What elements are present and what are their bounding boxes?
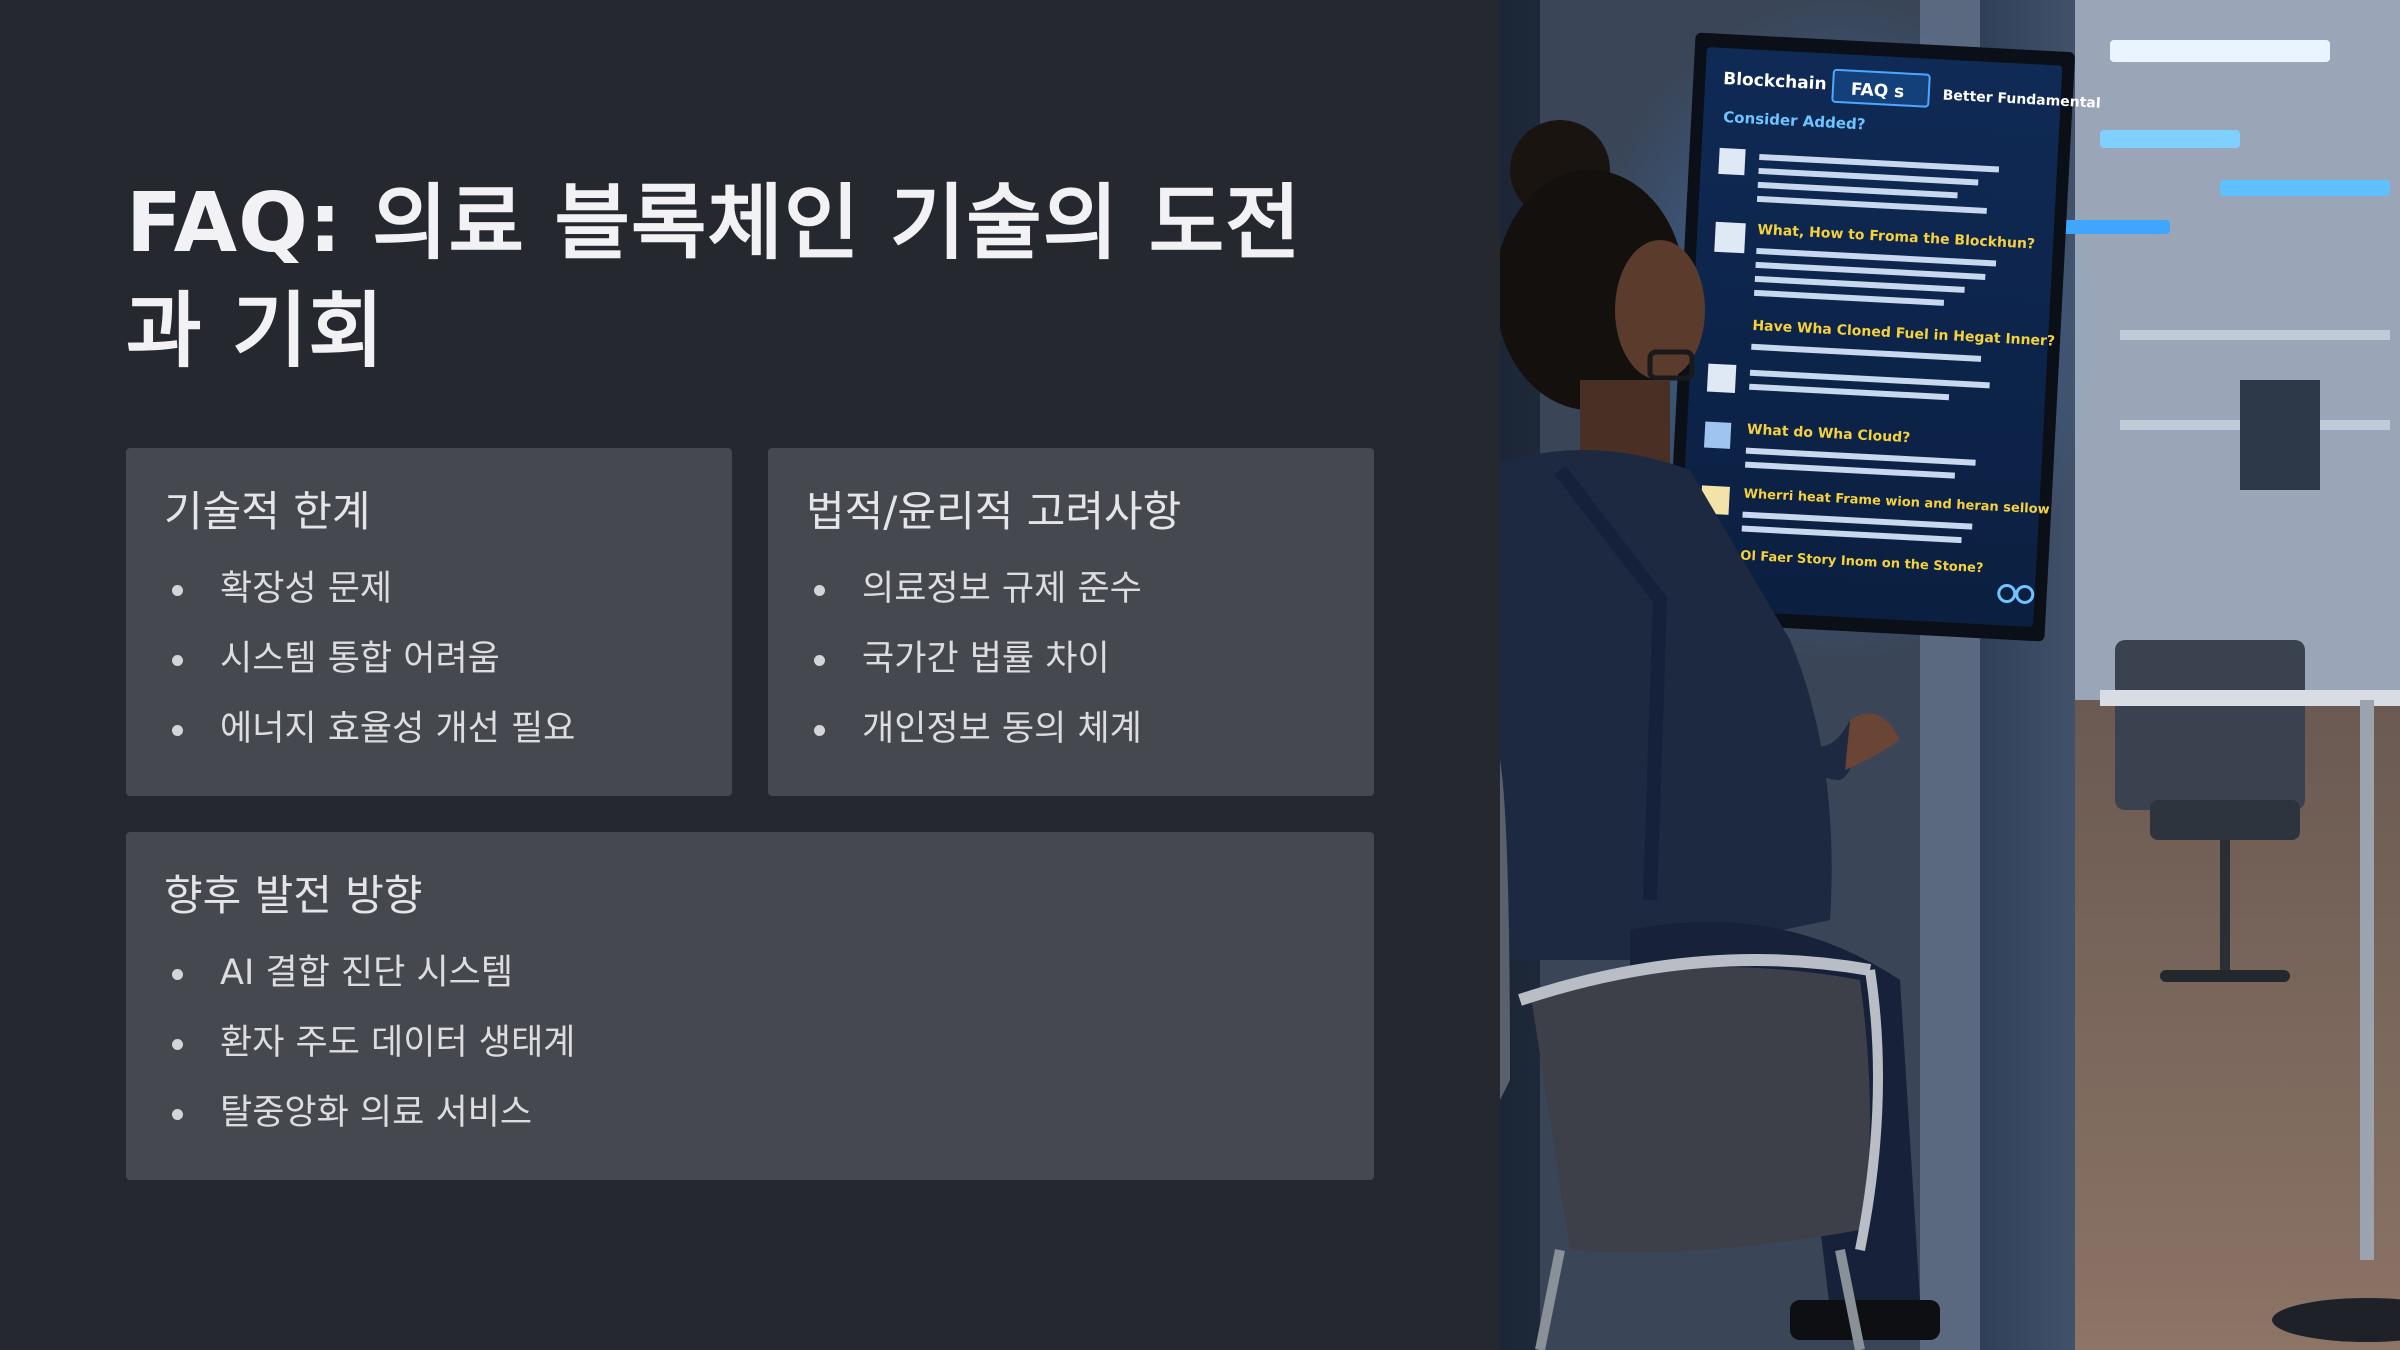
bullet-icon bbox=[172, 655, 183, 666]
list-item-text: 시스템 통합 어려움 bbox=[220, 639, 500, 679]
content-panel: FAQ: 의료 블록체인 기술의 도전과 기회 기술적 한계 확장성 문제 시스… bbox=[126, 176, 1374, 1180]
card-legal-ethical: 법적/윤리적 고려사항 의료정보 규제 준수 국가간 법률 차이 개인정보 동의… bbox=[768, 448, 1374, 796]
list-item-text: 환자 주도 데이터 생태계 bbox=[220, 1023, 576, 1063]
photo-illustration: Blockchain FAQ s Better Fundamental Cons… bbox=[1500, 0, 2400, 1350]
card-heading: 기술적 한계 bbox=[164, 487, 371, 536]
list-item: 개인정보 동의 체계 bbox=[806, 694, 1336, 764]
list-item: 국가간 법률 차이 bbox=[806, 624, 1336, 694]
slide-title: FAQ: 의료 블록체인 기술의 도전과 기회 bbox=[126, 176, 1302, 379]
list-item: AI 결합 진단 시스템 bbox=[164, 938, 1336, 1008]
card-heading: 법적/윤리적 고려사항 bbox=[806, 487, 1182, 536]
list-item-text: 개인정보 동의 체계 bbox=[862, 709, 1142, 749]
screen-tab: FAQ s bbox=[1850, 80, 1904, 103]
bullet-icon bbox=[172, 969, 183, 980]
card-heading: 향후 발전 방향 bbox=[164, 871, 423, 920]
list-item: 의료정보 규제 준수 bbox=[806, 554, 1336, 624]
list-item-text: 국가간 법률 차이 bbox=[862, 639, 1110, 679]
bullet-list: 확장성 문제 시스템 통합 어려움 에너지 효율성 개선 필요 bbox=[164, 554, 694, 764]
list-item-text: 에너지 효율성 개선 필요 bbox=[220, 709, 576, 749]
card-technical-limits: 기술적 한계 확장성 문제 시스템 통합 어려움 에너지 효율성 개선 필요 bbox=[126, 448, 732, 796]
list-item: 탈중앙화 의료 서비스 bbox=[164, 1078, 1336, 1148]
card-future-direction: 향후 발전 방향 AI 결합 진단 시스템 환자 주도 데이터 생태계 탈중앙화… bbox=[126, 832, 1374, 1180]
bullet-icon bbox=[172, 725, 183, 736]
wall-screen: Blockchain FAQ s Better Fundamental Cons… bbox=[1665, 32, 2101, 642]
bullet-list: AI 결합 진단 시스템 환자 주도 데이터 생태계 탈중앙화 의료 서비스 bbox=[164, 938, 1336, 1148]
bullet-icon bbox=[172, 585, 183, 596]
bullet-icon bbox=[814, 585, 825, 596]
bullet-icon bbox=[172, 1109, 183, 1120]
list-item-text: 확장성 문제 bbox=[220, 569, 393, 609]
bullet-icon bbox=[172, 1039, 183, 1050]
bullet-icon bbox=[814, 655, 825, 666]
list-item-text: 의료정보 규제 준수 bbox=[862, 569, 1142, 609]
list-item: 환자 주도 데이터 생태계 bbox=[164, 1008, 1336, 1078]
office-photo: Blockchain FAQ s Better Fundamental Cons… bbox=[1500, 0, 2400, 1350]
office-chair bbox=[1500, 760, 1883, 1350]
bullet-icon bbox=[814, 725, 825, 736]
bullet-list: 의료정보 규제 준수 국가간 법률 차이 개인정보 동의 체계 bbox=[806, 554, 1336, 764]
list-item: 에너지 효율성 개선 필요 bbox=[164, 694, 694, 764]
list-item: 시스템 통합 어려움 bbox=[164, 624, 694, 694]
list-item-text: 탈중앙화 의료 서비스 bbox=[220, 1093, 533, 1133]
list-item-text: AI 결합 진단 시스템 bbox=[220, 953, 514, 993]
list-item: 확장성 문제 bbox=[164, 554, 694, 624]
